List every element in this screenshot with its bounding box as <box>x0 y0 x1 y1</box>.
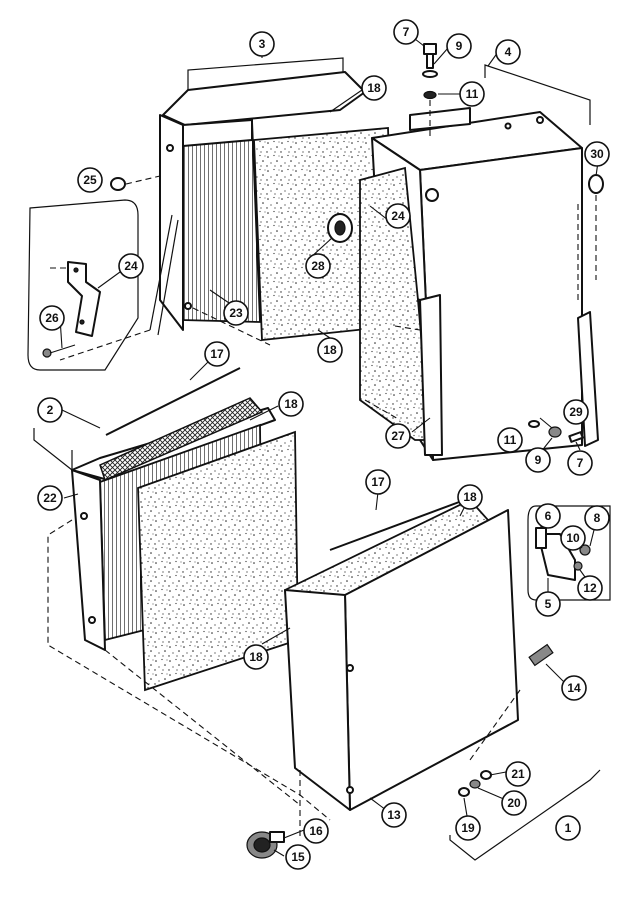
callout-18-b: 18 <box>317 337 343 363</box>
svg-text:16: 16 <box>309 824 323 838</box>
svg-text:4: 4 <box>505 45 512 59</box>
callout-30: 30 <box>584 141 610 167</box>
callout-12: 12 <box>577 575 603 601</box>
svg-text:24: 24 <box>124 259 138 273</box>
drain-fitting-14 <box>469 643 554 761</box>
callouts: 3 7 9 4 11 18 30 25 24 28 24 23 26 18 17… <box>37 19 610 870</box>
svg-text:8: 8 <box>594 511 601 525</box>
svg-text:23: 23 <box>229 306 243 320</box>
svg-text:2: 2 <box>47 403 54 417</box>
svg-text:26: 26 <box>45 311 59 325</box>
callout-15: 15 <box>285 844 311 870</box>
support-strut-27 <box>419 294 443 456</box>
callout-7-top: 7 <box>393 19 419 45</box>
callout-20: 20 <box>501 790 527 816</box>
callout-19: 19 <box>455 815 481 841</box>
svg-text:29: 29 <box>569 405 583 419</box>
svg-text:3: 3 <box>259 37 266 51</box>
callout-18-e: 18 <box>243 644 269 670</box>
svg-text:30: 30 <box>590 147 604 161</box>
svg-text:18: 18 <box>249 650 263 664</box>
callout-4: 4 <box>495 39 521 65</box>
side-fasteners <box>528 420 584 443</box>
svg-text:18: 18 <box>367 81 381 95</box>
callout-17-right: 17 <box>365 469 391 495</box>
callout-18-d: 18 <box>457 484 483 510</box>
callout-11-top: 11 <box>459 81 485 107</box>
svg-text:15: 15 <box>291 850 305 864</box>
callout-14: 14 <box>561 675 587 701</box>
svg-text:13: 13 <box>387 808 401 822</box>
svg-text:5: 5 <box>545 597 552 611</box>
drain-plug-15 <box>246 831 285 859</box>
top-fasteners <box>422 43 438 100</box>
svg-text:24: 24 <box>391 209 405 223</box>
bracket-inset <box>27 199 139 371</box>
side-panel-13 <box>284 494 519 811</box>
svg-text:27: 27 <box>391 429 405 443</box>
svg-text:12: 12 <box>583 581 597 595</box>
callout-24-inset: 24 <box>118 253 144 279</box>
callout-7-side: 7 <box>567 450 593 476</box>
svg-text:11: 11 <box>466 87 479 101</box>
svg-text:20: 20 <box>507 796 521 810</box>
washers-19-20-21 <box>449 769 601 861</box>
callout-24-shroud: 24 <box>385 203 411 229</box>
callout-3: 3 <box>249 31 275 57</box>
svg-text:10: 10 <box>566 531 580 545</box>
callout-18-a: 18 <box>361 75 387 101</box>
callout-21: 21 <box>505 761 531 787</box>
callout-16: 16 <box>303 818 329 844</box>
callout-18-c: 18 <box>278 391 304 417</box>
nut-25 <box>110 177 126 191</box>
svg-text:25: 25 <box>83 173 97 187</box>
upper-radiator-core <box>149 57 366 336</box>
svg-text:6: 6 <box>545 509 552 523</box>
callout-10: 10 <box>560 525 586 551</box>
callout-22: 22 <box>37 485 63 511</box>
callout-9-top: 9 <box>446 33 472 59</box>
callout-2: 2 <box>37 397 63 423</box>
callout-11-side: 11 <box>497 427 523 453</box>
svg-text:21: 21 <box>511 767 525 781</box>
svg-text:1: 1 <box>565 821 572 835</box>
callout-29: 29 <box>563 399 589 425</box>
svg-text:18: 18 <box>323 343 337 357</box>
svg-text:28: 28 <box>311 259 325 273</box>
callout-17-left: 17 <box>204 341 230 367</box>
callout-8: 8 <box>584 505 610 531</box>
svg-text:7: 7 <box>403 25 410 39</box>
callout-26: 26 <box>39 305 65 331</box>
svg-text:14: 14 <box>567 681 581 695</box>
callout-5: 5 <box>535 591 561 617</box>
callout-9-side: 9 <box>525 447 551 473</box>
callout-23: 23 <box>223 300 249 326</box>
assembly-guides <box>47 100 579 840</box>
svg-text:19: 19 <box>461 821 475 835</box>
svg-text:7: 7 <box>577 456 584 470</box>
callout-13: 13 <box>381 802 407 828</box>
svg-text:17: 17 <box>210 347 224 361</box>
callout-1: 1 <box>555 815 581 841</box>
callout-27: 27 <box>385 423 411 449</box>
svg-text:22: 22 <box>43 491 57 505</box>
callout-6: 6 <box>535 503 561 529</box>
svg-text:18: 18 <box>284 397 298 411</box>
callout-25: 25 <box>77 167 103 193</box>
svg-text:17: 17 <box>371 475 385 489</box>
svg-text:9: 9 <box>456 39 463 53</box>
fitting-30 <box>588 174 604 194</box>
svg-text:11: 11 <box>504 433 517 447</box>
svg-text:18: 18 <box>463 490 477 504</box>
svg-text:9: 9 <box>535 453 542 467</box>
callout-28: 28 <box>305 253 331 279</box>
